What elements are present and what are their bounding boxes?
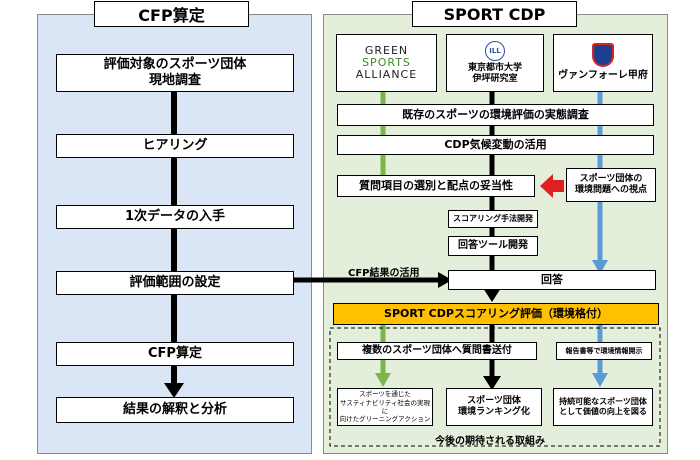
univ-mark-icon: ILL — [485, 41, 505, 62]
cdp-outcome-value: 持続可能なスポーツ団体 として価値の向上を図る — [553, 388, 653, 426]
cfp-step-calculation: CFP算定 — [56, 342, 294, 366]
cdp-answer: 回答 — [448, 270, 656, 290]
red-arrowhead — [540, 174, 553, 198]
cdp-send-questionnaire: 複数のスポーツ団体へ質問書送付 — [337, 342, 537, 360]
logo-ventforet-kofu: ヴァンフォーレ甲府 — [553, 34, 653, 92]
cfp-step-primary-data: 1次データの入手 — [56, 205, 294, 229]
cfp-step1-line2: 現地調査 — [148, 73, 201, 88]
cdp-scoring-evaluation: SPORT CDPスコアリング評価（環境格付） — [333, 303, 659, 325]
cfp-title: CFP算定 — [94, 1, 249, 27]
cdp-scoring-method: スコアリング手法開発 — [448, 210, 538, 228]
blue-arrowhead-2 — [592, 373, 608, 387]
red-arrow-shaft — [552, 180, 564, 192]
cfp-step1-line1: 評価対象のスポーツ団体 — [103, 56, 247, 72]
cdp-title: SPORT CDP — [412, 1, 577, 27]
univ-line2: 伊坪研究室 — [472, 74, 518, 84]
cdp-survey: 既存のスポーツの環境評価の実態調査 — [337, 104, 654, 126]
blue-arrowhead-1 — [592, 260, 608, 274]
gsa-line3: ALLIANCE — [355, 68, 418, 82]
gsa-line2: SPORTS — [362, 55, 411, 69]
cdp-climate-use: CDP気候変動の活用 — [337, 135, 654, 155]
out1-line1: スポーツを通じた — [359, 390, 411, 399]
cfp-step-interpretation: 結果の解釈と分析 — [56, 397, 294, 423]
cfp-result-label: CFP結果の活用 — [348, 268, 420, 279]
center-flow-arrowhead-2 — [483, 376, 501, 390]
future-dashed-box — [329, 327, 661, 447]
club-crest-icon — [592, 43, 614, 68]
cfp-step-hearing: ヒアリング — [56, 134, 294, 158]
cdp-outcome-greening: スポーツを通じた サスティナビリティ社会の実現に 向けたグリーニングアクション — [337, 388, 433, 426]
out1-line3: 向けたグリーニングアクション — [339, 415, 431, 424]
cdp-viewpoint: スポーツ団体の 環境問題への視点 — [566, 168, 656, 202]
out3-line1: 持続可能なスポーツ団体 — [559, 397, 647, 406]
logo-tokyo-city-university: ILL 東京都市大学 伊坪研究室 — [446, 34, 544, 92]
cfp-flow-arrowhead — [164, 383, 184, 398]
cfp-result-arrowhead — [438, 272, 452, 288]
viewpoint-line2: 環境問題への視点 — [574, 185, 647, 195]
cdp-answer-tool: 回答ツール開発 — [448, 236, 538, 256]
out2-line2: 環境ランキング化 — [458, 407, 530, 417]
cdp-selection: 質問項目の選別と配点の妥当性 — [337, 175, 535, 197]
center-flow-arrowhead — [483, 288, 501, 302]
cdp-outcome-ranking: スポーツ団体 環境ランキング化 — [446, 388, 542, 426]
viewpoint-line1: スポーツ団体の — [579, 173, 643, 184]
univ-line1: 東京都市大学 — [467, 63, 522, 74]
out2-line1: スポーツ団体 — [467, 395, 521, 406]
green-arrowhead-2 — [375, 373, 391, 387]
club-name: ヴァンフォーレ甲府 — [558, 70, 648, 82]
cdp-disclosure: 報告書等で環境情報開示 — [556, 342, 652, 360]
cfp-step-site-survey: 評価対象のスポーツ団体 現地調査 — [56, 54, 294, 92]
future-label: 今後の期待される取組み — [435, 436, 545, 447]
out3-line2: として価値の向上を図る — [559, 407, 647, 416]
out1-line2: サスティナビリティ社会の実現に — [339, 398, 431, 415]
logo-green-sports-alliance: GREEN SPORTS ALLIANCE — [336, 34, 437, 92]
gsa-line1: GREEN — [364, 43, 409, 57]
cfp-step-scope: 評価範囲の設定 — [56, 271, 294, 295]
